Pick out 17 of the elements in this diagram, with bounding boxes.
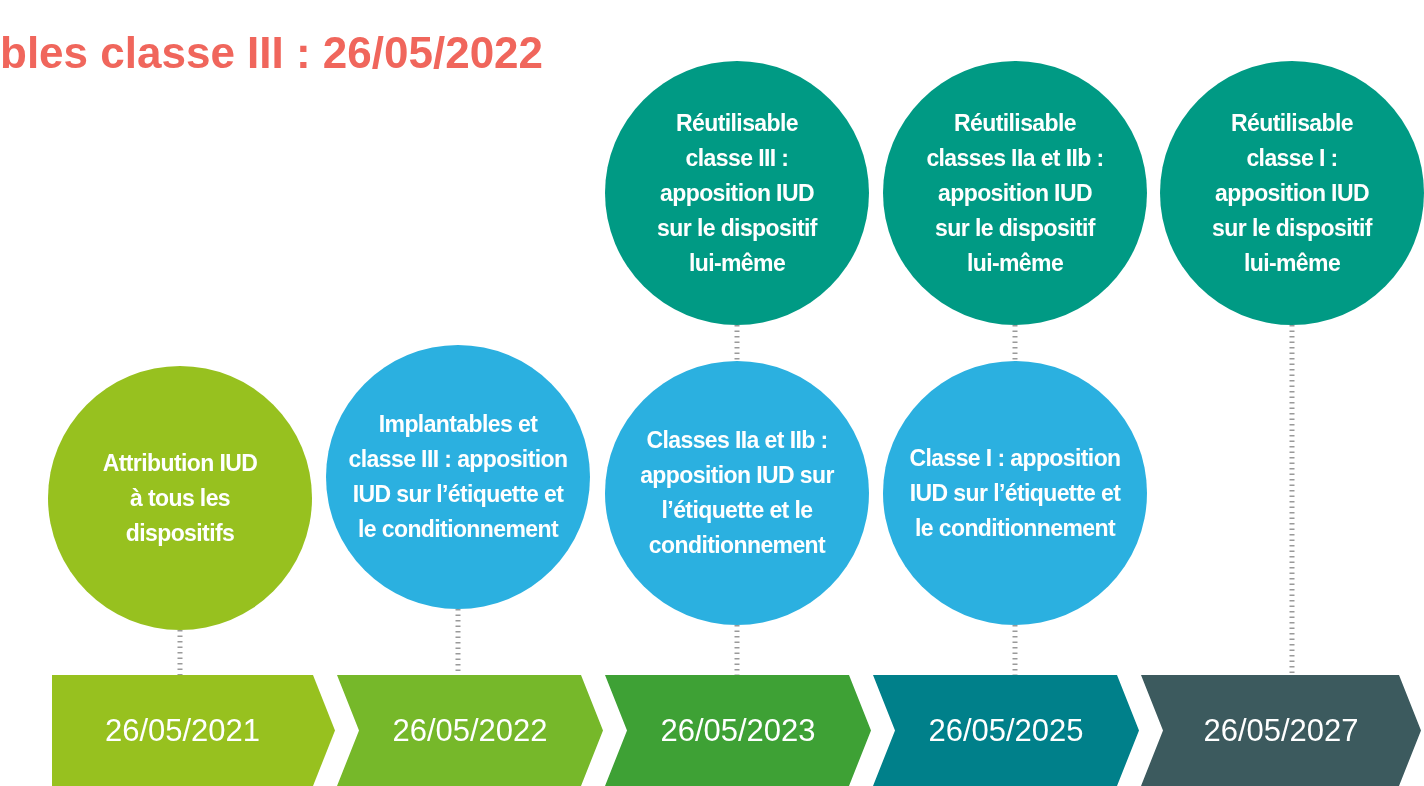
milestone-circle: Réutilisable classe I : apposition IUD sur le dispositif lui-même bbox=[1160, 61, 1424, 325]
dotted-connector bbox=[1012, 325, 1018, 361]
milestone-circle: Implantables et classe III : apposition IUD sur l’étiquette et le conditionnement bbox=[326, 345, 590, 609]
timeline-segment: 26/05/2027 bbox=[1141, 675, 1421, 786]
milestone-circle: Réutilisable classes IIa et IIb : apposition IUD sur le dispositif lui-même bbox=[883, 61, 1147, 325]
title: bles classe III : 26/05/2022 bbox=[0, 28, 544, 78]
dotted-connector bbox=[1289, 325, 1295, 675]
milestone-circle: Attribution IUD à tous les dispositifs bbox=[48, 366, 312, 630]
milestone-circle: Classe I : apposition IUD sur l’étiquette et le conditionnement bbox=[883, 361, 1147, 625]
timeline-segment: 26/05/2025 bbox=[873, 675, 1139, 786]
timeline-segment: 26/05/2021 bbox=[52, 675, 335, 786]
timeline-segment: 26/05/2022 bbox=[337, 675, 603, 786]
milestone-circle: Réutilisable classe III : apposition IUD sur le dispositif lui-même bbox=[605, 61, 869, 325]
dotted-connector bbox=[177, 630, 183, 675]
dotted-connector bbox=[734, 325, 740, 361]
timeline-segment: 26/05/2023 bbox=[605, 675, 871, 786]
milestone-circle: Classes IIa et IIb : apposition IUD sur l’étiquette et le conditionnement bbox=[605, 361, 869, 625]
